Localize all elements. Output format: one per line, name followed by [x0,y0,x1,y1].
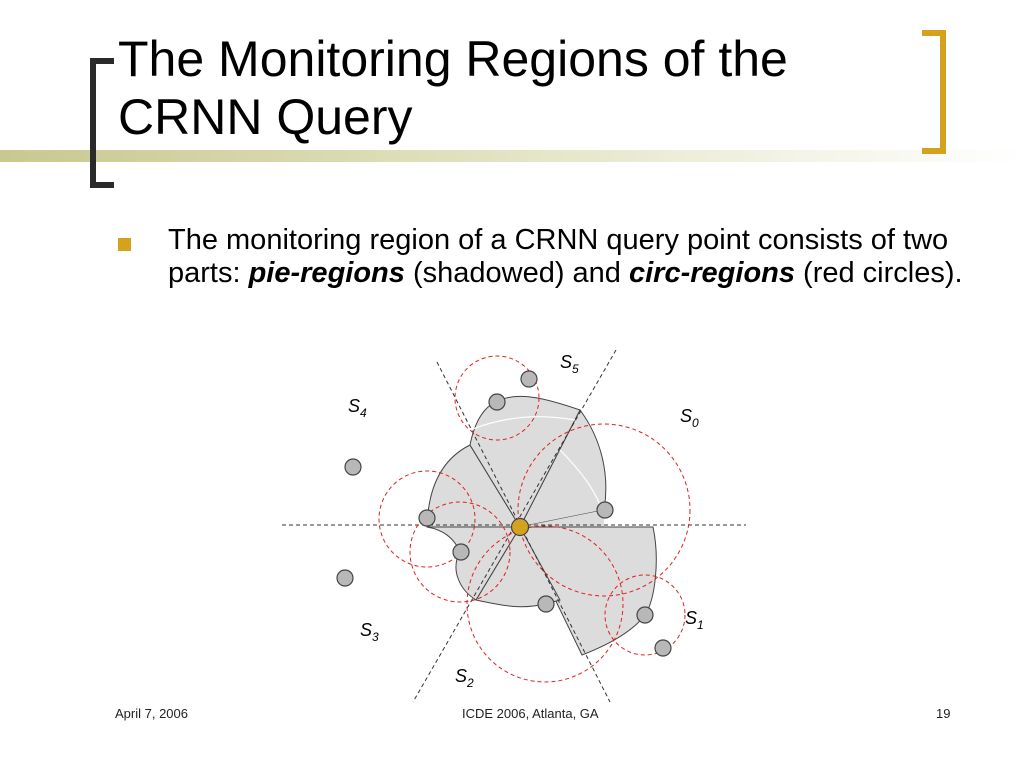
data-point [418,509,436,527]
data-point [636,606,654,624]
footer-conference: ICDE 2006, Atlanta, GA [462,706,599,721]
footer-page-number: 19 [936,706,951,721]
title-underline [0,150,1024,162]
title-line-1: The Monitoring Regions of the [118,31,788,87]
bullet-text: The monitoring region of a CRNN query po… [168,224,968,290]
data-point [344,458,362,476]
data-point [488,393,506,411]
sector-label-s1: S1 [685,608,704,632]
circ-region [378,470,476,568]
data-point [520,370,538,388]
term-circ-regions: circ-regions [629,257,795,289]
data-point [596,501,614,519]
term-pie-regions: pie-regions [248,257,405,289]
sector-label-s0: S0 [680,406,699,430]
sector-label-s2: S2 [455,666,474,690]
right-bracket-decoration [922,30,946,154]
circ-region [409,501,511,603]
data-point [452,543,470,561]
left-bracket-decoration [90,58,114,188]
data-point [654,639,672,657]
bullet-text-before: The monitoring region of a CRNN query po… [168,224,949,289]
sector-label-s5: S5 [560,352,579,376]
bullet-square-icon [118,238,131,251]
pie-region-s0-inner [520,510,604,527]
bullet-text-after: (red circles). [795,257,963,289]
circ-regions [378,355,691,683]
circ-region [517,423,691,597]
slide-title: The Monitoring Regions of the CRNN Query [118,30,788,146]
bullet-text-middle: (shadowed) and [404,257,629,289]
circ-region [466,525,624,683]
query-point [510,517,530,537]
footer-date: April 7, 2006 [115,706,188,721]
data-point [537,595,555,613]
data-points [336,370,672,657]
title-line-2: CRNN Query [118,89,413,145]
sector-label-s3: S3 [360,620,379,644]
circ-region [454,355,540,441]
sector-label-s4: S4 [348,396,367,420]
pie-inner-arc [469,416,601,506]
circ-region [604,574,686,656]
data-point [336,569,354,587]
